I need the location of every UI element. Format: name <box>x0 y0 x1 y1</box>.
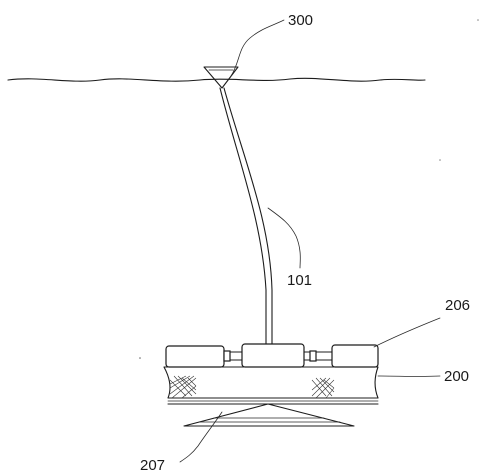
scan-speck-3 <box>477 19 479 21</box>
label-300: 300 <box>288 12 313 29</box>
tether-line-left <box>219 87 267 351</box>
float-chamber-right <box>331 344 379 368</box>
float-connector-1 <box>223 350 231 362</box>
float-chamber-left <box>165 345 225 368</box>
net-hatching-left <box>169 375 197 399</box>
leader-101 <box>267 207 301 269</box>
buoy-marker <box>203 66 239 89</box>
scan-speck-1 <box>139 357 141 359</box>
float-chamber-center <box>241 343 305 368</box>
label-200: 200 <box>444 368 469 385</box>
float-connector-2 <box>309 350 317 362</box>
leader-206 <box>373 317 441 348</box>
label-101: 101 <box>287 272 312 289</box>
net-hatching-right <box>311 377 335 399</box>
water-surface-line <box>7 77 426 82</box>
label-207: 207 <box>140 457 165 474</box>
leader-300 <box>230 19 285 77</box>
base-plate <box>183 403 355 427</box>
scan-speck-2 <box>439 159 441 161</box>
label-206: 206 <box>445 297 470 314</box>
tether-line-right <box>223 87 273 351</box>
frame-outline <box>163 366 379 399</box>
leader-207 <box>179 411 223 463</box>
